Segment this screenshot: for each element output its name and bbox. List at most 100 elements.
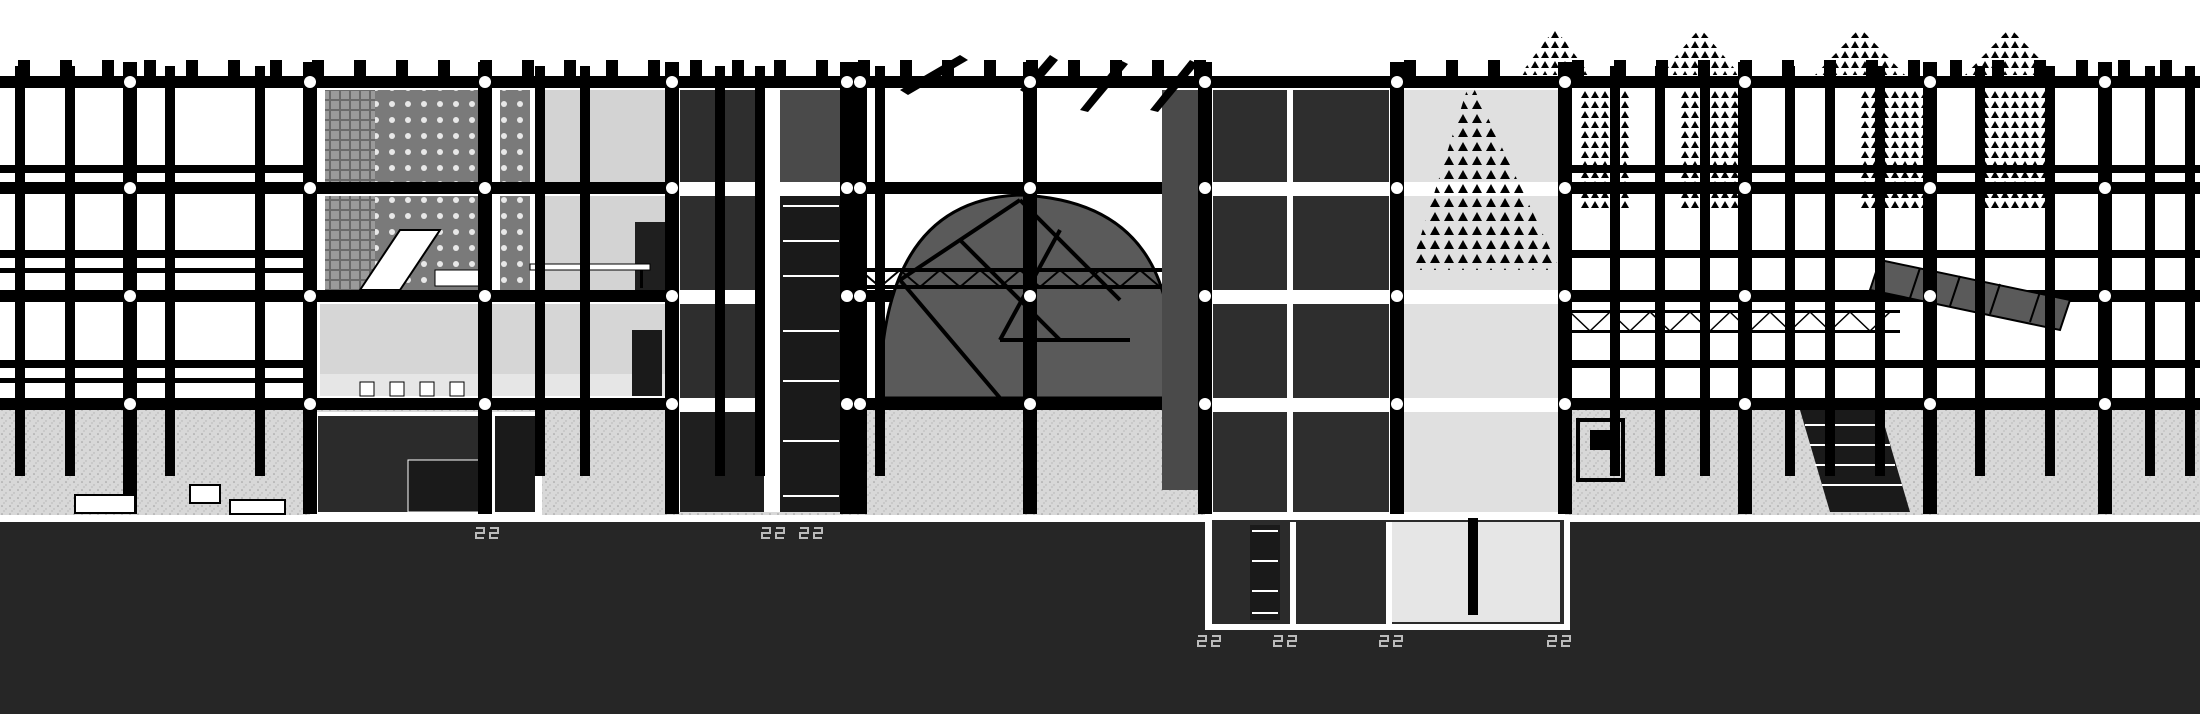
node [666,398,678,410]
node [666,76,678,88]
floor-slabs [0,76,2200,410]
marker-glyph [1393,635,1403,647]
column [1023,62,1037,514]
roof-parapet-stubs [18,60,2172,78]
column [853,62,867,514]
node [1199,182,1211,194]
column-background [2185,66,2195,476]
roof-stub [2076,60,2088,78]
solar-panel-icon [1868,258,2072,332]
column [1558,62,1572,514]
roof-stub [1026,60,1038,78]
stair-icon [780,196,842,512]
node [1199,76,1211,88]
node [479,182,491,194]
marker-glyph [813,527,823,539]
section-marker-icon [1379,635,1403,647]
node [1924,182,1936,194]
roof-stub [1866,60,1878,78]
node [1024,290,1036,302]
roof-stub [1572,60,1584,78]
roof-stub [858,60,870,78]
column [123,62,137,514]
stair-icon [1250,525,1280,620]
basement [1205,280,1570,630]
roof-stub [522,60,534,78]
marker-glyph [1211,635,1221,647]
node [1199,398,1211,410]
node [1391,182,1403,194]
column-background [2045,66,2055,476]
column [303,62,317,514]
node [304,76,316,88]
column-background [875,66,885,476]
marker-glyph [761,527,771,539]
node [854,182,866,194]
node [304,398,316,410]
roof-stub [1740,60,1752,78]
roof-stub [816,60,828,78]
roof-stub [774,60,786,78]
column-background [255,66,265,476]
roof-stub [354,60,366,78]
chair-icon [434,269,486,287]
roof-stub [1488,60,1500,78]
column-background [165,66,175,476]
light-block [1397,80,1565,518]
node [1559,398,1571,410]
roof-stub [648,60,660,78]
roof-stub [1404,60,1416,78]
roof-stub [2160,60,2172,78]
roof-stub [438,60,450,78]
roof-stub [1068,60,1080,78]
chair-icon [189,484,221,504]
roof-stub [1110,60,1122,78]
roof-stub [2118,60,2130,78]
marker-glyph [1561,635,1571,647]
column-background [1610,66,1620,476]
roof-stub [186,60,198,78]
node [854,398,866,410]
node [1924,398,1936,410]
roof-stub [144,60,156,78]
marker-glyph [1287,635,1297,647]
roof-stub [564,60,576,78]
node [666,290,678,302]
section-marker-icon [1273,635,1297,647]
node [854,290,866,302]
node [2099,182,2111,194]
column [840,62,854,514]
section-marker-icon [799,527,823,539]
node [2099,398,2111,410]
roof-stub [102,60,114,78]
roof-stub [270,60,282,78]
node [1739,76,1751,88]
node [1391,290,1403,302]
node [124,290,136,302]
roof-stub [984,60,996,78]
column-background [535,66,545,476]
node [2099,76,2111,88]
marker-glyph [489,527,499,539]
table-icon [74,494,286,515]
node [1391,76,1403,88]
roof-stub [606,60,618,78]
column-background [715,66,725,476]
node [479,76,491,88]
roof-stub [1698,60,1710,78]
node [841,182,853,194]
node [1739,398,1751,410]
marker-glyph [1547,635,1557,647]
roof-stub [1614,60,1626,78]
column [1198,62,1212,514]
ground-mass [0,522,2200,714]
roof-stub [1194,60,1206,78]
roof-stub [480,60,492,78]
roof-stub [900,60,912,78]
chair-icon [359,381,465,397]
column-background [1975,66,1985,476]
chair-icon [1576,418,1625,482]
roof-stub [1908,60,1920,78]
column-background [1875,66,1885,476]
node [1559,182,1571,194]
